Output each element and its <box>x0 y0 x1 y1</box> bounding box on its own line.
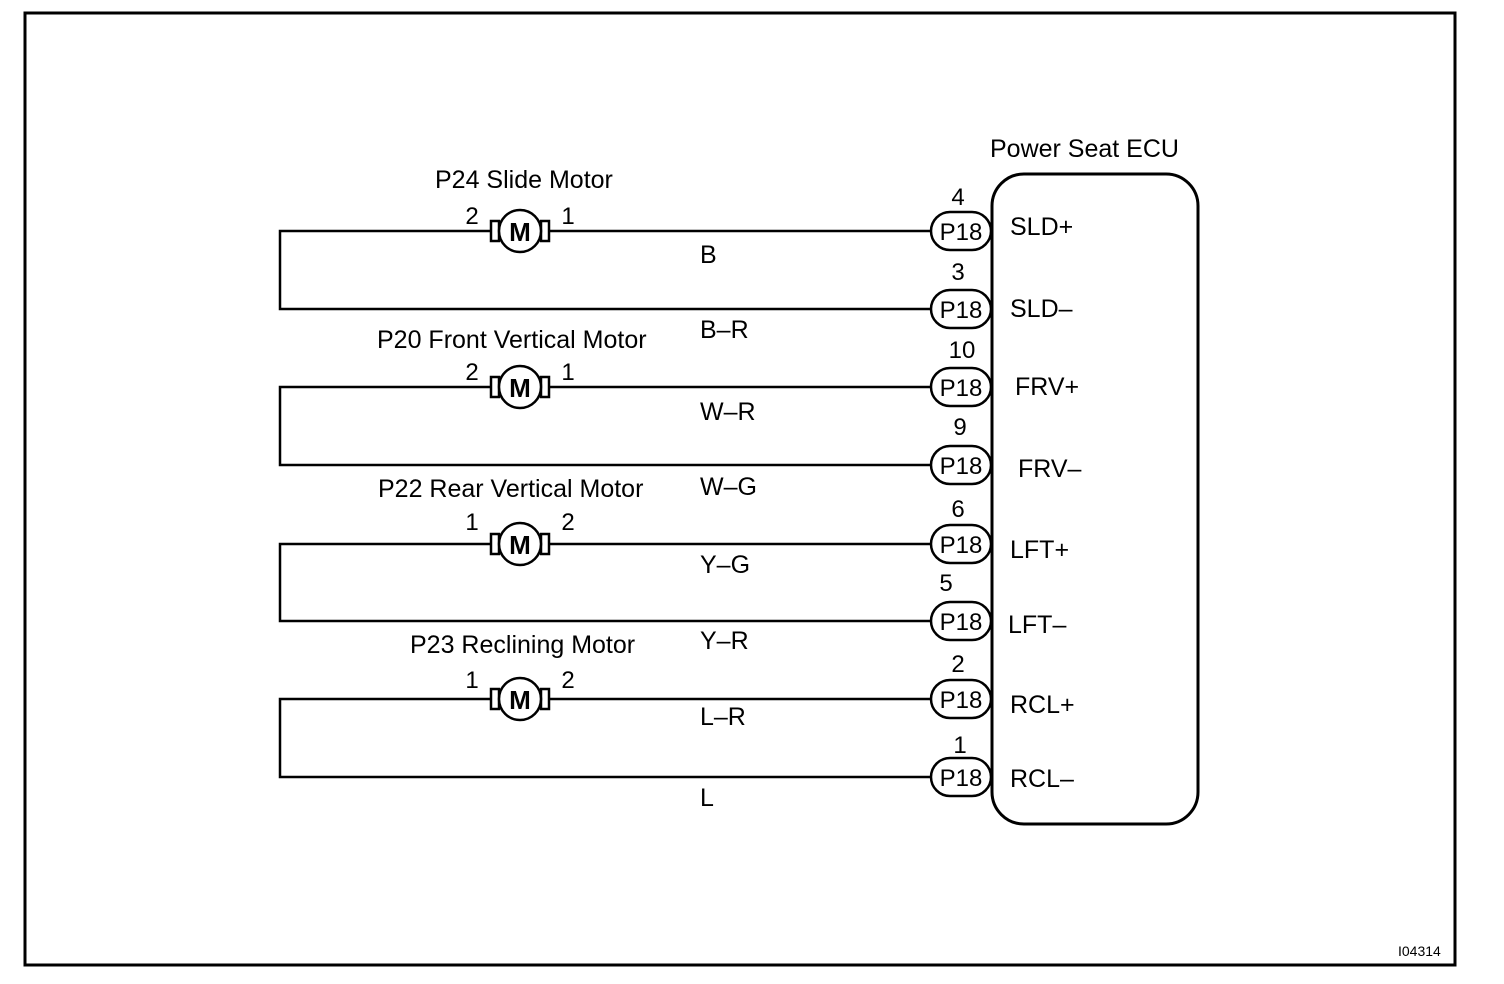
motor-pin-right: 2 <box>561 667 574 694</box>
wire-minus <box>278 697 931 779</box>
wire-color-plus: W–R <box>700 398 756 426</box>
figure-code: I04314 <box>1398 943 1441 959</box>
ecu-pin-plus: 2 <box>951 651 964 678</box>
wire-color-minus: L <box>700 784 714 812</box>
connector-plus <box>929 523 993 565</box>
ecu-terminal-plus: FRV+ <box>1015 373 1079 401</box>
ecu-pin-minus: 5 <box>939 570 952 597</box>
power-seat-ecu-box <box>990 172 1200 826</box>
motor-pin-right: 1 <box>561 359 574 386</box>
motor-name: P23 Reclining Motor <box>410 631 635 659</box>
connector-plus-label: P18 <box>940 532 983 559</box>
ecu-terminal-plus: RCL+ <box>1010 691 1075 719</box>
motor-symbol: M <box>509 530 531 560</box>
connector-minus-label: P18 <box>940 453 983 480</box>
wire-color-plus: B <box>700 241 717 269</box>
wire-minus <box>278 385 931 467</box>
motor-icon <box>497 521 543 567</box>
connector-plus-label: P18 <box>940 687 983 714</box>
ecu-title: Power Seat ECU <box>990 135 1179 163</box>
motor-pin-left: 2 <box>465 359 478 386</box>
ecu-pin-minus: 3 <box>951 259 964 286</box>
wire-minus <box>278 229 931 311</box>
connector-minus-label: P18 <box>940 297 983 324</box>
ecu-pin-plus: 10 <box>949 337 976 364</box>
motor-name: P24 Slide Motor <box>435 166 613 194</box>
motor-pin-right: 1 <box>561 203 574 230</box>
ecu-terminal-plus: SLD+ <box>1010 213 1073 241</box>
wire-color-minus: B–R <box>700 316 749 344</box>
wire-color-plus: Y–G <box>700 551 750 579</box>
ecu-pin-plus: 6 <box>951 496 964 523</box>
ecu-terminal-minus: SLD– <box>1010 295 1073 323</box>
wire-color-minus: W–G <box>700 473 757 501</box>
motor-icon <box>497 364 543 410</box>
ecu-pin-plus: 4 <box>951 184 964 211</box>
connector-minus-label: P18 <box>940 609 983 636</box>
ecu-pin-minus: 9 <box>953 414 966 441</box>
motor-icon <box>497 208 543 254</box>
connector-minus <box>929 444 993 486</box>
ecu-pin-minus: 1 <box>953 732 966 759</box>
motor-symbol: M <box>509 217 531 247</box>
connector-plus <box>929 678 993 720</box>
motor-pin-left: 2 <box>465 203 478 230</box>
connector-plus-label: P18 <box>940 219 983 246</box>
connector-minus <box>929 756 993 798</box>
ecu-terminal-minus: RCL– <box>1010 765 1074 793</box>
ecu-terminal-plus: LFT+ <box>1010 536 1069 564</box>
wire-color-minus: Y–R <box>700 627 749 655</box>
diagram-frame <box>23 11 1457 967</box>
connector-minus-label: P18 <box>940 765 983 792</box>
wire-minus <box>278 542 931 623</box>
ecu-terminal-minus: FRV– <box>1018 455 1082 483</box>
motor-symbol: M <box>509 685 531 715</box>
motor-pin-right: 2 <box>561 509 574 536</box>
connector-plus <box>929 210 993 252</box>
ecu-terminal-minus: LFT– <box>1008 611 1066 639</box>
motor-name: P20 Front Vertical Motor <box>377 326 647 354</box>
motor-name: P22 Rear Vertical Motor <box>378 475 643 503</box>
motor-pin-left: 1 <box>465 509 478 536</box>
wire-color-plus: L–R <box>700 703 746 731</box>
connector-minus <box>929 288 993 330</box>
motor-pin-left: 1 <box>465 667 478 694</box>
connector-plus <box>929 366 993 408</box>
connector-minus <box>929 600 993 642</box>
motor-symbol: M <box>509 373 531 403</box>
motor-icon <box>497 676 543 722</box>
connector-plus-label: P18 <box>940 375 983 402</box>
